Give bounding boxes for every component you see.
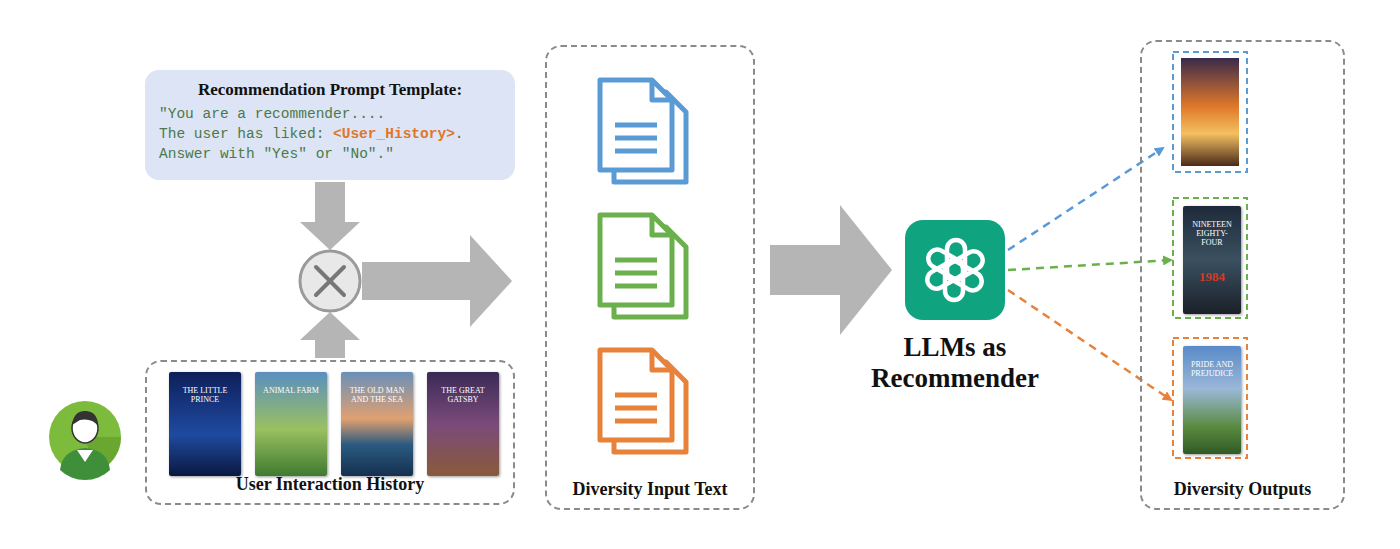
book-title: 1984 [1186, 269, 1238, 284]
document-icon [600, 350, 686, 452]
book-cover: THE GREAT GATSBY [427, 372, 499, 476]
dashed-panel: User Interaction History THE LITTLE PRINC… [145, 360, 515, 505]
template-line: "You are a recommender.... [159, 104, 501, 124]
book-title: PRIDE AND PREJUDICE [1186, 360, 1238, 378]
template-line: The user has liked: <User_History>. [159, 124, 501, 144]
prompt-box: Recommendation Prompt Template: "You are … [145, 70, 515, 180]
operator-cross [316, 267, 344, 295]
llm-logo [905, 220, 1005, 320]
output-frame [1173, 198, 1247, 318]
big-arrow [770, 205, 892, 335]
book-cover [1181, 58, 1239, 166]
panel-label: User Interaction History [147, 474, 513, 495]
template-text: . [455, 126, 464, 142]
book-title: THE OLD MAN AND THE SEA [344, 386, 410, 404]
book-cover: NINETEEN EIGHTY-FOUR 1984 [1183, 206, 1241, 314]
dashed-panel: Diversity Outputs NINETEEN EIGHTY-FOUR 198… [1140, 40, 1345, 510]
llm-node: LLMs as Recommender [865, 220, 1045, 400]
book-cover: THE LITTLE PRINCE [169, 372, 241, 476]
big-arrow [362, 235, 512, 327]
operator-circle [300, 251, 360, 311]
output-frame [1173, 338, 1247, 458]
document-icon [600, 215, 686, 317]
book-title: THE LITTLE PRINCE [172, 386, 238, 404]
book-cover: ANIMAL FARM [255, 372, 327, 476]
template-line: Answer with "Yes" or "No"." [159, 144, 501, 164]
llm-label: LLMs as Recommender [865, 332, 1045, 394]
template-text: "You are a recommender.... [159, 106, 385, 122]
up-arrow [300, 312, 360, 358]
panel-label: Diversity Outputs [1142, 479, 1343, 500]
book-cover: THE OLD MAN AND THE SEA [341, 372, 413, 476]
dashed-panel: Diversity Input Text [545, 45, 755, 510]
user-avatar [49, 401, 121, 480]
template-heading: Recommendation Prompt Template: [159, 80, 501, 100]
document-icon [600, 80, 686, 182]
output-frame [1173, 52, 1247, 172]
book-cover: PRIDE AND PREJUDICE [1183, 346, 1241, 454]
down-arrow [300, 182, 360, 250]
template-text: The user has liked: [159, 126, 324, 142]
template-text: Answer with "Yes" or "No"." [159, 146, 394, 162]
llm-logo-box [905, 220, 1005, 320]
panel-label: Diversity Input Text [547, 479, 753, 500]
book-title: NINETEEN EIGHTY-FOUR [1186, 220, 1238, 247]
book-title: ANIMAL FARM [258, 386, 324, 395]
placeholder-text: <User_History> [333, 126, 455, 142]
dashed-arrow [1008, 260, 1171, 270]
book-title: THE GREAT GATSBY [430, 386, 496, 404]
